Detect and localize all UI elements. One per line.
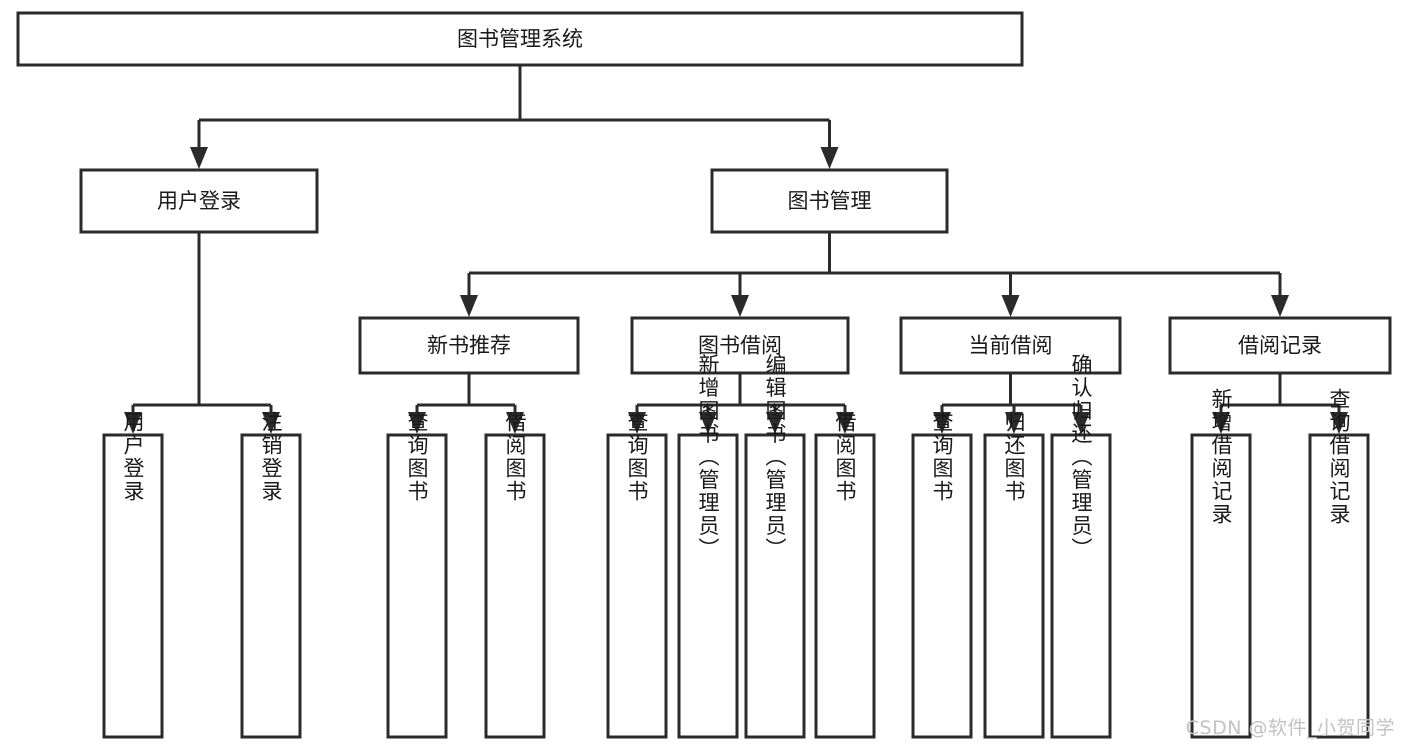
arrow-head-borrow-record-1 (1330, 412, 1348, 434)
node-box-leaf-confirm-return-admin (1050, 433, 1112, 739)
node-box-leaf-user-login (102, 433, 164, 739)
arrow-head-book-manage-0 (460, 295, 478, 317)
node-label-leaf-borrow-book-rec: 借阅图书 (503, 411, 527, 503)
node-box-root (16, 11, 1024, 67)
node-leaf-borrow-book[interactable]: 借阅图书 (814, 411, 876, 739)
node-box-book-manage (710, 168, 949, 234)
node-box-leaf-user-logout (240, 433, 302, 739)
arrow-head-borrow-record-0 (1212, 412, 1230, 434)
node-book-borrow[interactable]: 图书借阅 (630, 316, 850, 375)
arrow-head-user-login-1 (262, 412, 280, 434)
node-new-book-rec[interactable]: 新书推荐 (358, 316, 580, 375)
node-root[interactable]: 图书管理系统 (16, 11, 1024, 67)
arrow-head-book-manage-3 (1271, 295, 1289, 317)
node-label-leaf-query-borrow-record: 查询借阅记录 (1327, 388, 1351, 526)
node-label-new-book-rec: 新书推荐 (427, 334, 511, 358)
node-label-user-login: 用户登录 (157, 189, 241, 213)
node-leaf-query-book-cur[interactable]: 查询图书 (911, 411, 973, 739)
node-leaf-user-logout[interactable]: 注销登录 (240, 411, 302, 739)
arrow-head-book-borrow-1 (699, 412, 717, 434)
node-box-leaf-query-book-borrow (606, 433, 668, 739)
node-box-leaf-return-book (983, 433, 1045, 739)
node-box-user-login (79, 168, 319, 234)
node-box-borrow-record (1168, 316, 1392, 375)
node-label-leaf-add-borrow-record: 新增借阅记录 (1209, 388, 1233, 526)
node-label-root: 图书管理系统 (457, 27, 583, 51)
node-box-book-borrow (630, 316, 850, 375)
arrow-head-book-manage-2 (1001, 295, 1020, 317)
arrow-head-book-manage-1 (731, 295, 749, 317)
node-box-leaf-edit-book-admin (744, 433, 806, 739)
arrow-head-user-login-0 (124, 412, 142, 434)
arrow-head-new-book-rec-1 (506, 412, 524, 434)
arrow-head-root-0 (190, 147, 208, 169)
node-box-leaf-query-book-cur (911, 433, 973, 739)
connector-layer (124, 65, 1348, 434)
node-label-leaf-borrow-book: 借阅图书 (833, 411, 857, 503)
node-label-leaf-query-book-rec: 查询图书 (405, 411, 429, 503)
node-leaf-confirm-return-admin[interactable]: 确认归还（管理员） (1050, 354, 1112, 739)
node-leaf-borrow-book-rec[interactable]: 借阅图书 (484, 411, 546, 739)
arrow-head-book-borrow-2 (766, 412, 784, 434)
node-box-leaf-query-borrow-record (1308, 433, 1370, 739)
node-current-borrow[interactable]: 当前借阅 (899, 316, 1122, 375)
node-box-current-borrow (899, 316, 1122, 375)
node-user-login[interactable]: 用户登录 (79, 168, 319, 234)
node-label-borrow-record: 借阅记录 (1238, 334, 1322, 358)
node-book-manage[interactable]: 图书管理 (710, 168, 949, 234)
arrow-head-book-borrow-0 (628, 412, 646, 434)
node-leaf-query-book-rec[interactable]: 查询图书 (386, 411, 448, 739)
node-box-leaf-borrow-book-rec (484, 433, 546, 739)
csdn-watermark: CSDN @软件_小贺同学 (1185, 717, 1395, 739)
node-leaf-edit-book-admin[interactable]: 编辑图书（管理员） (744, 354, 806, 739)
node-leaf-return-book[interactable]: 归还图书 (983, 411, 1045, 739)
node-label-current-borrow: 当前借阅 (969, 334, 1053, 358)
node-box-leaf-query-book-rec (386, 433, 448, 739)
node-borrow-record[interactable]: 借阅记录 (1168, 316, 1392, 375)
node-box-leaf-add-borrow-record (1190, 433, 1252, 739)
node-label-book-manage: 图书管理 (788, 189, 872, 213)
arrow-head-book-borrow-3 (836, 412, 854, 434)
node-box-leaf-add-book-admin (677, 433, 739, 739)
arrow-head-current-borrow-0 (933, 412, 951, 434)
node-label-leaf-return-book: 归还图书 (1002, 411, 1026, 503)
node-label-leaf-query-book-borrow: 查询图书 (625, 411, 649, 503)
node-leaf-user-login[interactable]: 用户登录 (102, 411, 164, 739)
node-label-leaf-confirm-return-admin: 确认归还（管理员） (1069, 354, 1093, 561)
node-label-leaf-query-book-cur: 查询图书 (930, 411, 954, 503)
node-leaf-query-borrow-record[interactable]: 查询借阅记录 (1308, 388, 1370, 739)
arrow-head-current-borrow-1 (1005, 412, 1023, 434)
arrow-head-root-1 (820, 147, 839, 169)
arrow-head-new-book-rec-0 (408, 412, 426, 434)
node-box-leaf-borrow-book (814, 433, 876, 739)
node-label-book-borrow: 图书借阅 (698, 334, 782, 358)
node-box-new-book-rec (358, 316, 580, 375)
node-label-leaf-user-logout: 注销登录 (259, 411, 283, 503)
node-leaf-query-book-borrow[interactable]: 查询图书 (606, 411, 668, 739)
node-label-leaf-add-book-admin: 新增图书（管理员） (696, 354, 720, 561)
node-leaf-add-borrow-record[interactable]: 新增借阅记录 (1190, 388, 1252, 739)
node-label-leaf-edit-book-admin: 编辑图书（管理员） (763, 354, 787, 561)
arrow-head-current-borrow-2 (1072, 412, 1090, 434)
node-label-leaf-user-login: 用户登录 (121, 411, 145, 503)
node-leaf-add-book-admin[interactable]: 新增图书（管理员） (677, 354, 739, 739)
node-layer: 图书管理系统用户登录图书管理新书推荐图书借阅当前借阅借阅记录用户登录注销登录查询… (16, 11, 1392, 739)
